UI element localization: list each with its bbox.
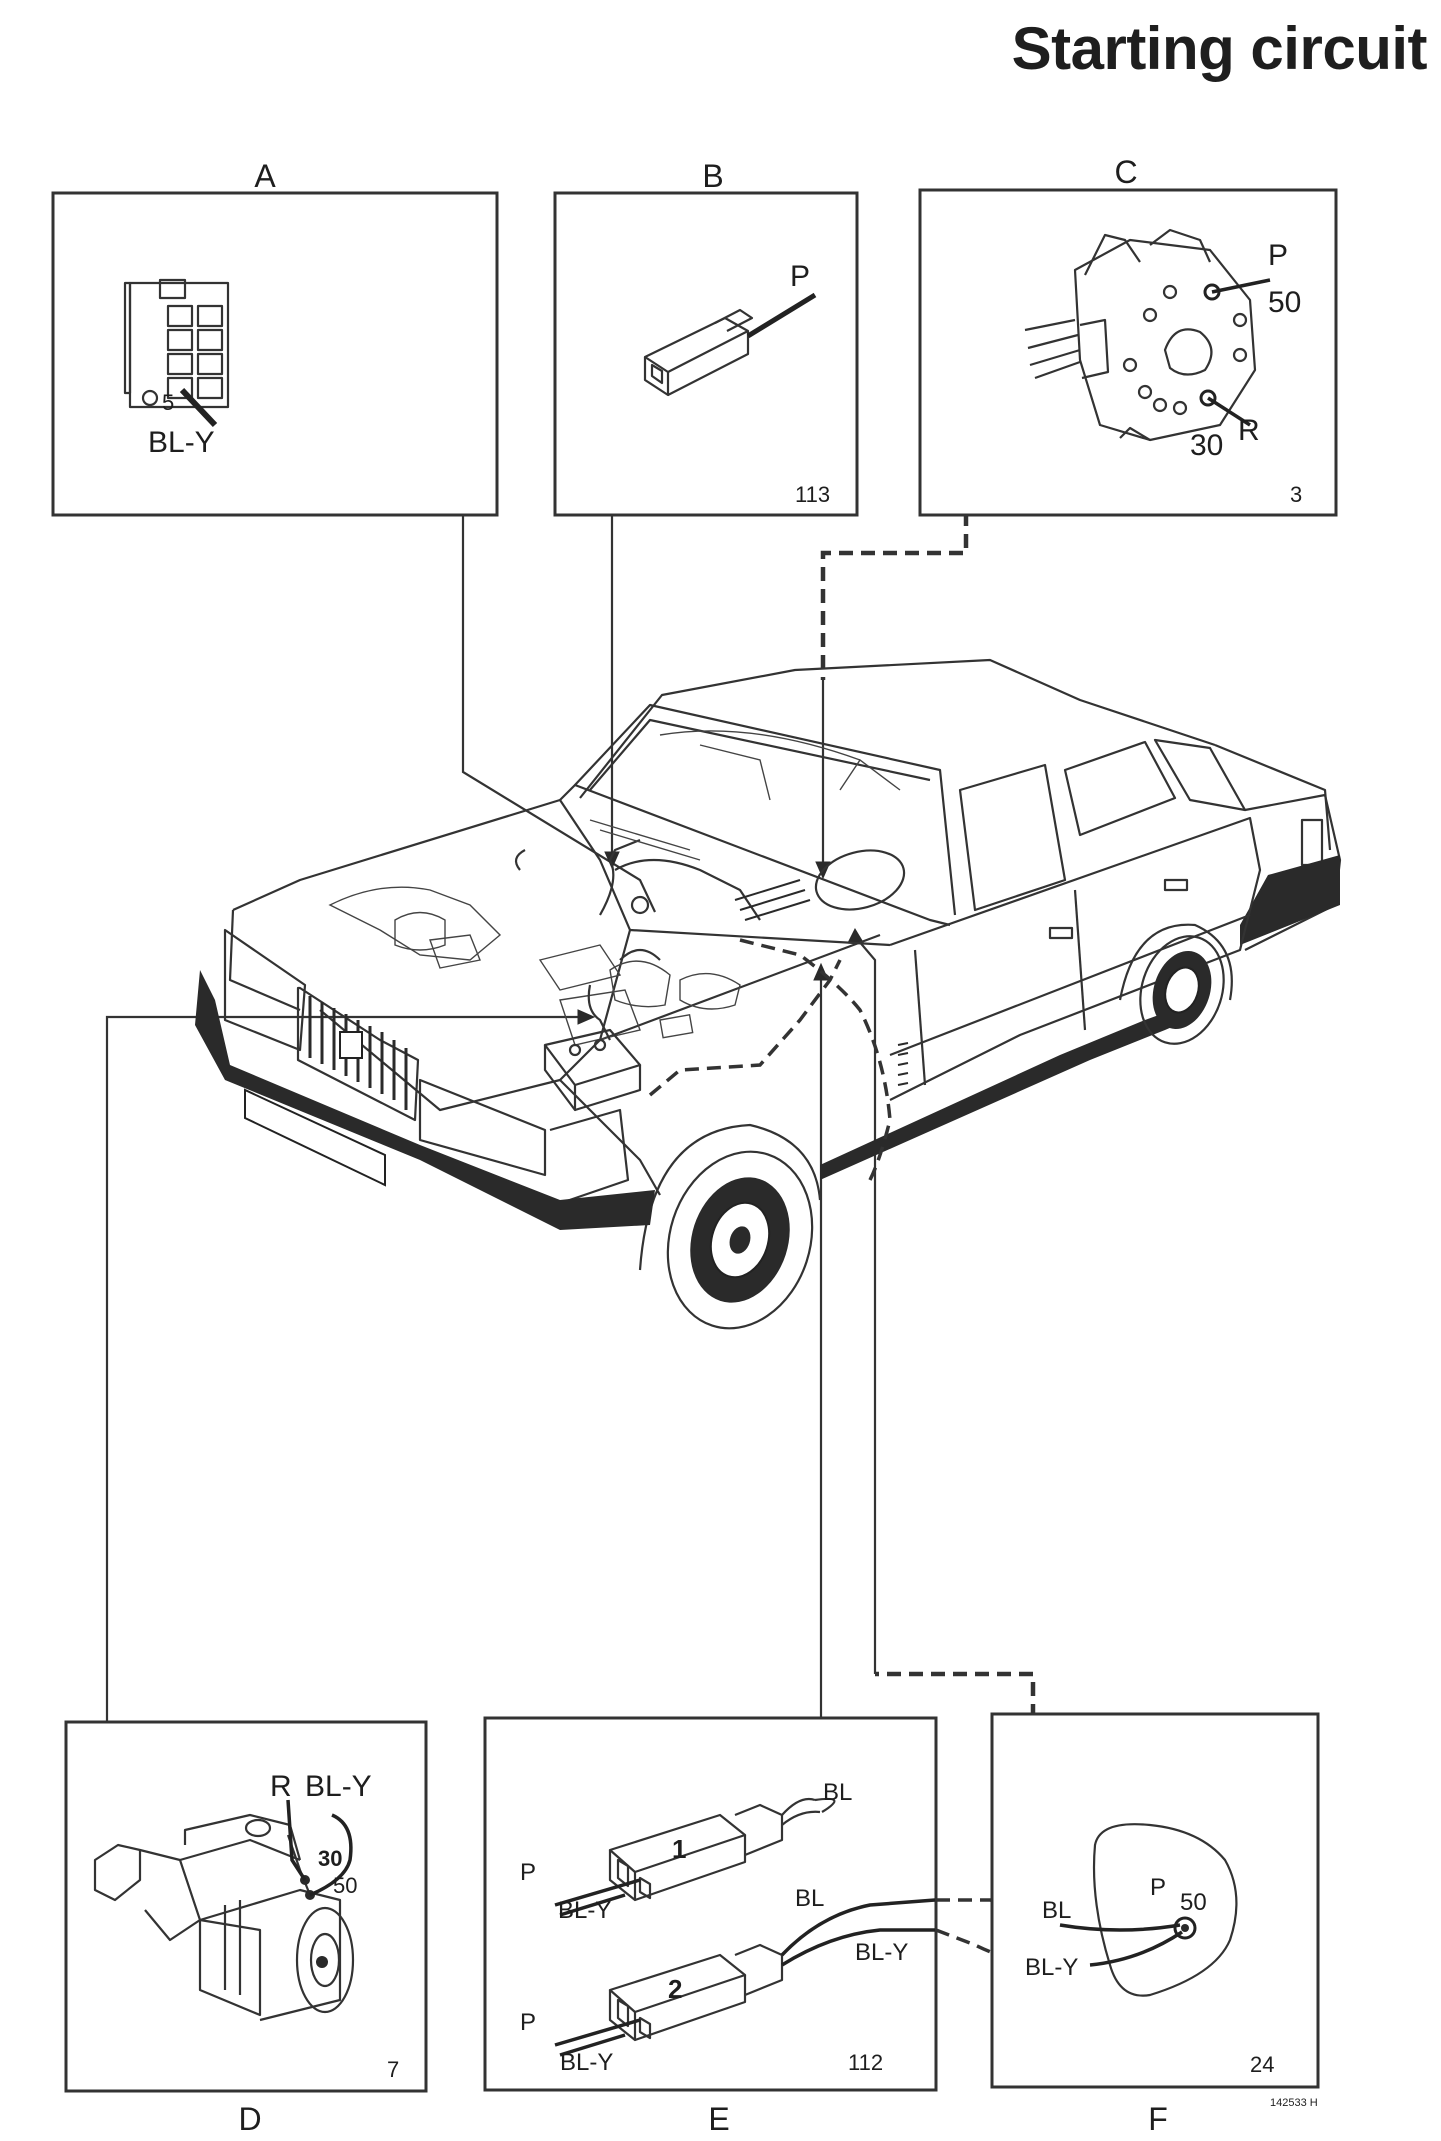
figure-code: 142533 H <box>1270 2097 1318 2109</box>
panel-b-ref: 113 <box>795 482 830 507</box>
panel-e-ref: 112 <box>848 2050 883 2075</box>
panel-e-conn2: 2 <box>668 1974 682 2004</box>
panel-d-wire-bly: BL-Y <box>305 1770 372 1803</box>
inline-connector-icon <box>554 1898 936 2057</box>
terminal-icon <box>1059 1823 1238 1997</box>
panel-b: B P 113 <box>553 158 859 517</box>
panel-d: D R BL-Y 30 50 7 <box>64 1720 428 2137</box>
panel-e-bly-bottom: BL-Y <box>560 2049 613 2076</box>
panel-e-p-bottom: P <box>520 2009 536 2036</box>
panel-f: F P 50 BL BL-Y 24 <box>990 1712 1320 2137</box>
panel-e: E 1 BL P BL-Y <box>483 1716 938 2137</box>
panel-c-ref: 3 <box>1290 482 1302 507</box>
connection-lines <box>105 512 1036 1722</box>
ignition-switch-icon <box>1024 228 1271 442</box>
panel-f-letter: F <box>1148 2101 1168 2137</box>
panel-c-terminal-bottom: R <box>1238 414 1260 447</box>
panel-a: A 5 BL-Y <box>51 158 499 517</box>
panel-b-wire-label: P <box>790 260 810 293</box>
panel-b-letter: B <box>702 158 723 194</box>
panel-f-50: 50 <box>1180 1889 1207 1916</box>
panel-f-ref: 24 <box>1250 2052 1274 2077</box>
starter-motor-icon <box>93 1799 355 2022</box>
panel-f-bl: BL <box>1042 1897 1071 1924</box>
panel-e-letter: E <box>708 2101 729 2137</box>
panel-d-term-30: 30 <box>318 1846 342 1871</box>
panel-e-bly-top: BL-Y <box>558 1897 611 1924</box>
car-icon <box>195 658 1342 1330</box>
connector-block-icon <box>123 278 230 428</box>
panel-d-letter: D <box>238 2101 261 2137</box>
page-title: Starting circuit <box>1011 15 1428 82</box>
spade-connector-icon <box>643 292 817 397</box>
panel-f-bly: BL-Y <box>1025 1954 1078 1981</box>
panel-e-bl-mid: BL <box>795 1885 824 1912</box>
panel-d-term-50: 50 <box>333 1873 357 1898</box>
panel-e-p-top: P <box>520 1859 536 1886</box>
panel-c-terminal-bottom-num: 30 <box>1190 429 1223 462</box>
panel-e-bly-mid: BL-Y <box>855 1939 908 1966</box>
panel-a-pin: 5 <box>162 390 174 415</box>
panel-d-wire-r: R <box>270 1770 292 1803</box>
panel-a-wire-label: BL-Y <box>148 426 215 459</box>
panel-d-ref: 7 <box>387 2057 399 2082</box>
panel-c-terminal-top-num: 50 <box>1268 286 1301 319</box>
panel-e-bl-top: BL <box>823 1779 852 1806</box>
inline-connector-icon <box>554 1797 836 1917</box>
panel-c: C P 50 30 R 3 <box>918 154 1338 517</box>
panel-a-letter: A <box>254 158 276 194</box>
panel-f-p: P <box>1150 1874 1166 1901</box>
panel-c-letter: C <box>1114 154 1137 190</box>
panel-e-conn1: 1 <box>672 1834 686 1864</box>
panel-c-terminal-top: P <box>1268 239 1288 272</box>
